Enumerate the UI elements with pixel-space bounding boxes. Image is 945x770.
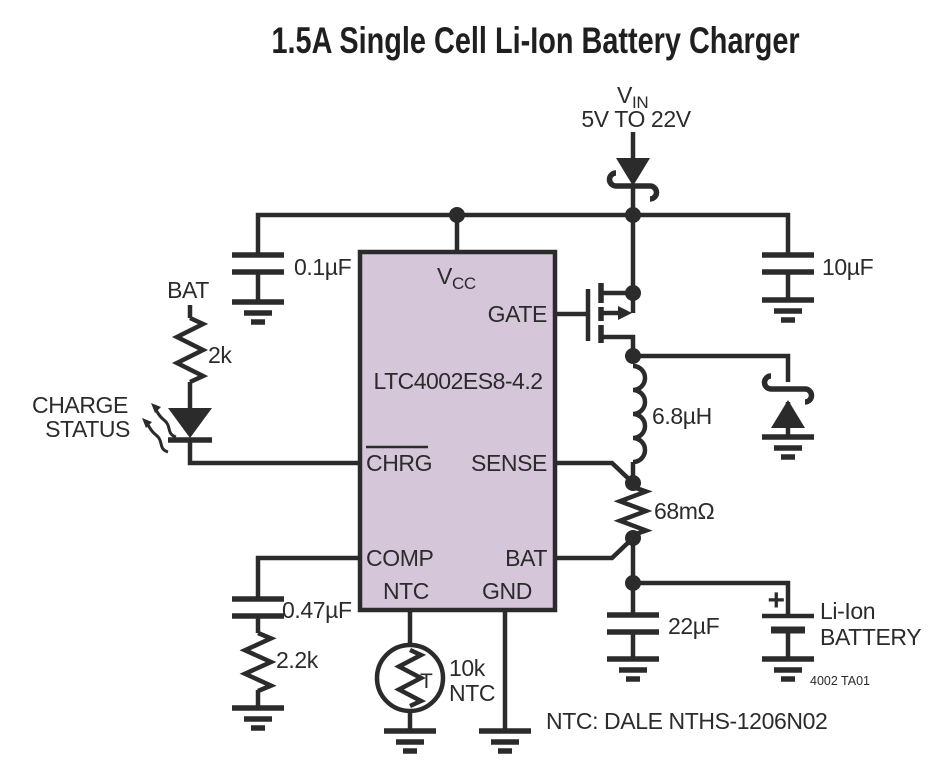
thermistor-circle (374, 642, 446, 714)
wire-led-to-chrg-pin (187, 440, 360, 466)
junction-dot-fet-drain (625, 285, 641, 301)
gnd-catch-diode (762, 437, 814, 457)
pin-label-sense: SENSE (471, 450, 547, 476)
diode-triangle (616, 158, 650, 186)
schottky-cathode-bar (606, 170, 660, 202)
pmos-switch (585, 283, 632, 343)
battery-label-line1: Li-Ion (820, 598, 875, 624)
sense-resistor-zigzag (613, 484, 653, 538)
gnd-bulk-cap (762, 300, 814, 320)
vin-range: 5V TO 22V (581, 106, 691, 132)
sense-resistor-value: 68mΩ (654, 498, 715, 524)
junction-dot-sense-bottom (625, 530, 641, 546)
thermistor-t-label: T (420, 670, 433, 693)
led-triangle (168, 408, 212, 438)
pin-label-gnd: GND (482, 578, 532, 604)
gnd-battery (762, 659, 814, 679)
vin-name-sub: IN (632, 93, 648, 112)
wire-comp-pin (255, 555, 360, 597)
pin-label-gate: GATE (488, 301, 547, 327)
ic-body (357, 249, 558, 613)
gnd-output-cap (607, 659, 659, 679)
led-ray-1-arrowhead (151, 403, 161, 413)
inductor-coil (632, 363, 648, 465)
gnd-comp-resistor (232, 708, 284, 728)
comp-cap-value: 0.47µF (282, 597, 352, 623)
ic-ltc4002: V CC GATE LTC4002ES8-4.2 CHRG SENSE COMP… (357, 249, 558, 613)
pin-label-vcc: V (437, 263, 453, 289)
led-resistor-zigzag (171, 315, 209, 385)
led-ray-1 (154, 409, 177, 439)
diode-triangle (771, 400, 805, 428)
wire-sense-pin (555, 460, 635, 485)
wire-bat-pin (555, 536, 635, 561)
charge-status-line2: STATUS (45, 416, 130, 442)
junction-dot-sense-top (625, 475, 641, 491)
junction-dot-vcc (449, 207, 465, 223)
status-led (142, 403, 212, 454)
comp-resistor-zigzag (239, 630, 277, 694)
fet-body-arrow (618, 306, 632, 320)
pin-label-chrg: CHRG (366, 450, 432, 476)
ntc-thermistor: T (374, 642, 446, 714)
schottky-cathode-bar (761, 373, 815, 405)
thermistor-kind: NTC (449, 680, 495, 706)
wire-out-node-to-battery (633, 580, 791, 614)
wire-source-to-catch-diode (633, 353, 791, 382)
comp-resistor-value: 2.2k (276, 647, 319, 673)
input-schottky-diode (606, 158, 660, 202)
li-ion-battery: + (762, 584, 814, 634)
thermistor-zigzag (394, 647, 427, 709)
input-bulk-cap-value: 10µF (822, 254, 874, 280)
input-bypass-cap-value: 0.1µF (294, 254, 352, 280)
thermistor-value: 10k (449, 655, 486, 681)
vin-label: V IN 5V TO 22V (581, 82, 692, 132)
pin-label-vcc-sub: CC (452, 274, 476, 293)
pin-label-ntc: NTC (383, 578, 429, 604)
catch-schottky-diode (761, 373, 815, 428)
wire-top-rail (255, 212, 791, 253)
page-title: 1.5A Single Cell Li-Ion Battery Charger (63, 20, 945, 62)
pin-label-bat: BAT (505, 545, 547, 571)
inductor-value: 6.8µH (652, 403, 712, 429)
input-bypass-cap (232, 255, 284, 272)
charge-status-line1: CHARGE (32, 392, 128, 418)
vin-name: V (617, 82, 633, 108)
input-bulk-cap (762, 255, 814, 272)
bat-node-label: BAT (167, 277, 209, 303)
junction-dot-switch-node (625, 348, 641, 364)
ntc-note: NTC: DALE NTHS-1206N02 (546, 708, 827, 734)
output-cap-value: 22µF (668, 613, 720, 639)
gnd-bypass-cap (232, 302, 284, 322)
comp-cap (232, 599, 284, 616)
gnd-thermistor (384, 731, 436, 751)
junction-dot-output (625, 575, 641, 591)
battery-label-line2: BATTERY (820, 624, 921, 650)
figure-id: 4002 TA01 (810, 674, 870, 688)
battery-plus-sign: + (767, 584, 784, 617)
page-title-text: 1.5A Single Cell Li-Ion Battery Charger (271, 20, 800, 61)
ic-part-number: LTC4002ES8-4.2 (373, 368, 542, 394)
led-ray-2 (146, 424, 169, 454)
led-ray-2-arrowhead (142, 418, 152, 428)
gnd-ic-pin (479, 731, 531, 751)
pin-label-comp: COMP (366, 545, 433, 571)
led-resistor-value: 2k (208, 342, 232, 368)
junction-dot-vin (625, 207, 641, 223)
output-cap (607, 615, 659, 632)
